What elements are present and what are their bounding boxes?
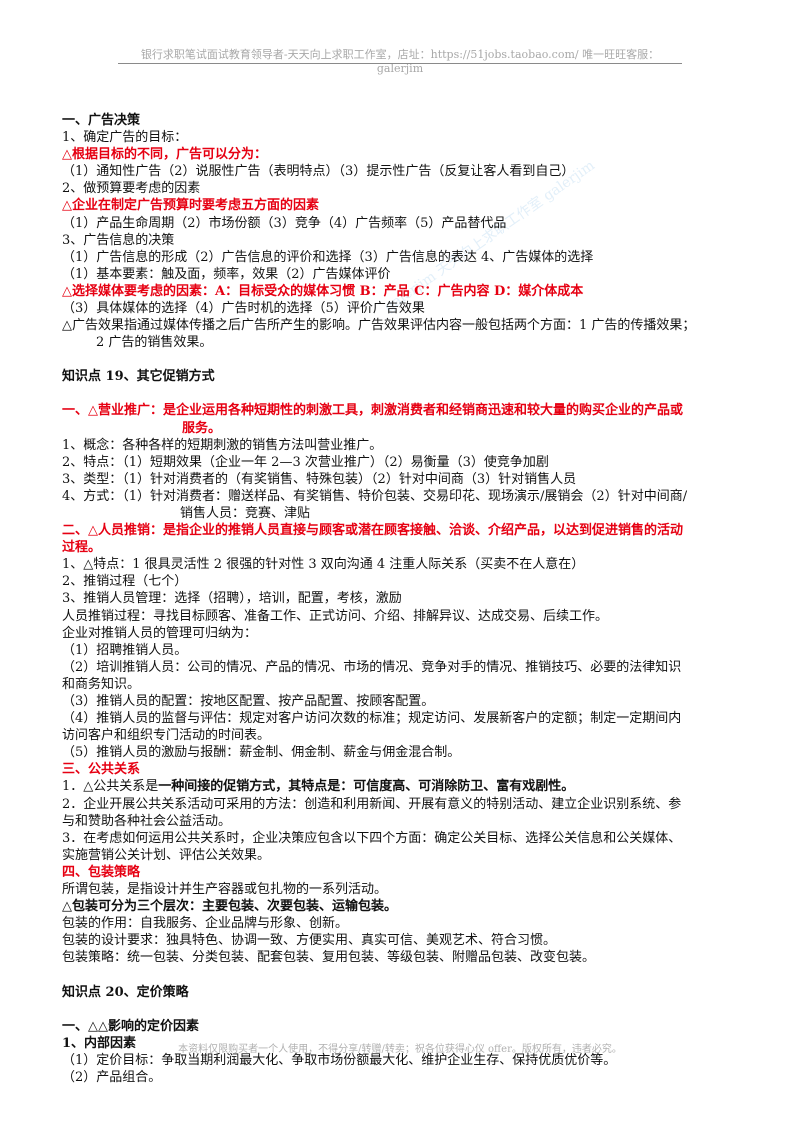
text-line: 2．企业开展公共关系活动可采用的方法：创造和利用新闻、开展有意义的特别活动、建立… bbox=[62, 796, 682, 812]
text-line: （1）定价目标：争取当期利润最大化、争取市场份额最大化、维护企业生存、保持优质优… bbox=[62, 1052, 617, 1068]
text-span: 1．△公共关系是 bbox=[62, 779, 159, 795]
text-line: （2）产品组合。 bbox=[62, 1069, 162, 1085]
text-line: 2 广告的销售效果。 bbox=[96, 335, 213, 351]
text-line: （5）推销人员的激励与报酬：薪金制、佣金制、薪金与佣金混合制。 bbox=[62, 745, 461, 761]
text-line: 1、概念：各种各样的短期刺激的销售方法叫营业推广。 bbox=[62, 437, 383, 453]
text-line: 3、推销人员管理：选择（招聘），培训，配置，考核，激励 bbox=[62, 591, 402, 607]
text-line: 1．△公共关系是一种间接的促销方式，其特点是：可信度高、可消除防卫、富有戏剧性。 bbox=[62, 778, 752, 795]
header-divider bbox=[118, 63, 682, 64]
section-heading: 四、包装策略 bbox=[62, 864, 141, 880]
text-line: 所谓包装，是指设计并生产容器或包扎物的一系列活动。 bbox=[62, 882, 388, 898]
text-line: 1、△特点：1 很具灵活性 2 很强的针对性 3 双向沟通 4 注重人际关系（买… bbox=[62, 557, 585, 573]
text-line: （1）基本要素：触及面，频率，效果（2）广告媒体评价 bbox=[62, 266, 391, 282]
section-heading: 知识点 20、定价策略 bbox=[62, 984, 189, 1000]
text-line: 企业对推销人员的管理可归纳为： bbox=[62, 625, 258, 641]
text-line: 销售人员：竞赛、津贴 bbox=[180, 505, 311, 521]
text-line: 3．在考虑如何运用公共关系时，企业决策应包含以下四个方面：确定公关目标、选择公关… bbox=[62, 830, 682, 846]
page-header: 银行求职笔试面试教育领导者-天天向上求职工作室，店址：https://51job… bbox=[140, 48, 660, 75]
text-line: （2）培训推销人员：公司的情况、产品的情况、市场的情况、竞争对手的情况、推销技巧… bbox=[62, 659, 682, 675]
text-line: 实施营销公关计划、评估公关效果。 bbox=[62, 847, 271, 863]
text-line: △广告效果指通过媒体传播之后广告所产生的影响。广告效果评估内容一般包括两个方面：… bbox=[62, 318, 696, 334]
subsection-heading: 1、内部因素 bbox=[62, 1035, 137, 1051]
text-line: （1）产品生命周期（2）市场份额（3）竞争（4）广告频率（5）产品替代品 bbox=[62, 215, 507, 231]
text-line: 1、确定广告的目标： bbox=[62, 130, 188, 146]
text-line: （1）广告信息的形成（2）广告信息的评价和选择（3）广告信息的表达 4、广告媒体… bbox=[62, 249, 594, 265]
text-line: 2、做预算要考虑的因素 bbox=[62, 181, 201, 197]
text-line: 人员推销过程：寻找目标顾客、准备工作、正式访问、介绍、排解异议、达成交易、后续工… bbox=[62, 608, 609, 624]
text-line: 与和赞助各种社会公益活动。 bbox=[62, 813, 232, 829]
text-line: 包装的设计要求：独具特色、协调一致、方便实用、真实可信、美观艺术、符合习惯。 bbox=[62, 933, 557, 949]
highlight-line: △选择媒体要考虑的因素：A：目标受众的媒体习惯 B：产品 C：广告内容 D：媒介… bbox=[62, 283, 584, 299]
text-line: 3、类型：（1）针对消费者的（有奖销售、特殊包装）（2）针对中间商（3）针对销售… bbox=[62, 471, 577, 487]
text-line: 4、方式：（1）针对消费者：赠送样品、有奖销售、特价包装、交易印花、现场演示/展… bbox=[62, 488, 688, 504]
text-line: 3、广告信息的决策 bbox=[62, 232, 175, 248]
highlight-line: 过程。 bbox=[62, 540, 102, 556]
highlight-line: 服务。 bbox=[182, 420, 222, 436]
document-body: 一、广告决策 1、确定广告的目标： △根据目标的不同，广告可以分为： （1）通知… bbox=[62, 112, 752, 1086]
text-line: 2、推销过程（七个） bbox=[62, 574, 188, 590]
highlight-line: △根据目标的不同，广告可以分为： bbox=[62, 147, 267, 163]
bold-line: △包装可分为三个层次：主要包装、次要包装、运输包装。 bbox=[62, 899, 397, 915]
text-line: （3）具体媒体的选择（4）广告时机的选择（5）评价广告效果 bbox=[62, 301, 425, 317]
bold-span: 一种间接的促销方式，其特点是：可信度高、可消除防卫、富有戏剧性。 bbox=[158, 779, 575, 795]
text-line: （1）通知性广告（2）说服性广告（表明特点）（3）提示性广告（反复让客人看到自己… bbox=[62, 164, 575, 180]
section-heading: 一、△△影响的定价因素 bbox=[62, 1018, 199, 1034]
text-line: （1）招聘推销人员。 bbox=[62, 642, 188, 658]
highlight-line: △企业在制定广告预算时要考虑五方面的因素 bbox=[62, 198, 319, 214]
section-heading: 三、公共关系 bbox=[62, 762, 141, 778]
highlight-line: 二、△人员推销：是指企业的推销人员直接与顾客或潜在顾客接触、洽谈、介绍产品，以达… bbox=[62, 523, 683, 539]
text-line: （4）推销人员的监督与评估：规定对客户访问次数的标准；规定访问、发展新客户的定额… bbox=[62, 711, 682, 727]
text-line: 2、特点：（1）短期效果（企业一年 2—3 次营业推广）（2）易衡量（3）使竞争… bbox=[62, 454, 549, 470]
text-line: （3）推销人员的配置：按地区配置、按产品配置、按顾客配置。 bbox=[62, 694, 435, 709]
section-heading: 一、广告决策 bbox=[62, 113, 141, 128]
text-line: 包装的作用：自我服务、企业品牌与形象、创新。 bbox=[62, 916, 349, 932]
page-footer: 本资料仅限购买者一个人使用，不得分享/转赠/转卖；祝各位获得心仪 offer。版… bbox=[178, 1044, 622, 1055]
text-line: 访问客户和组织专门活动的时间表。 bbox=[62, 728, 271, 744]
highlight-line: 一、△营业推广：是企业运用各种短期性的刺激工具，刺激消费者和经销商迅速和较大量的… bbox=[62, 403, 683, 419]
text-line: 和商务知识。 bbox=[62, 676, 141, 692]
section-heading: 知识点 19、其它促销方式 bbox=[62, 369, 215, 385]
text-line: 包装策略：统一包装、分类包装、配套包装、复用包装、等级包装、附赠品包装、改变包装… bbox=[62, 950, 596, 966]
